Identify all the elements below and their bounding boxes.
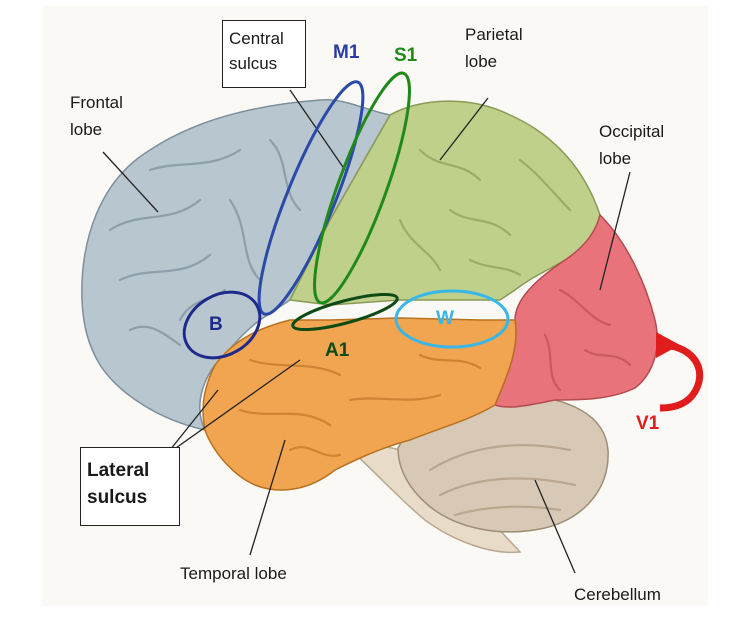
v1-label: V1 (636, 413, 660, 434)
parietal-lobe-label-line2: lobe (465, 52, 498, 71)
central-sulcus-label-line1: Central (229, 29, 284, 48)
a1-label: A1 (325, 340, 350, 361)
temporal-lobe-label: Temporal lobe (180, 564, 287, 583)
cerebellum-label: Cerebellum (574, 585, 661, 604)
s1-region-outline (313, 71, 411, 305)
b-label: B (209, 314, 223, 335)
m1-label: M1 (333, 42, 360, 63)
central-sulcus-label-line2: sulcus (229, 54, 278, 73)
a1-region-outline (291, 292, 399, 332)
m1-region-outline (257, 80, 365, 316)
occipital-lobe-label-line2: lobe (599, 149, 632, 168)
frontal-lobe-label-line2: lobe (70, 120, 103, 139)
parietal-lobe-label-line1: Parietal (465, 25, 523, 44)
lateral-sulcus-label-line2: sulcus (87, 487, 148, 508)
gyri-texture (108, 138, 632, 517)
frontal-lobe-label-line1: Frontal (70, 93, 123, 112)
v1-curved-arrow (659, 341, 704, 412)
v1-arrowhead (656, 332, 680, 358)
occipital-lobe-label-line1: Occipital (599, 122, 665, 141)
w-region-outline (394, 289, 510, 349)
lateral-sulcus-label-line1: Lateral (87, 460, 150, 481)
w-label: W (436, 308, 454, 329)
temporal-lobe (202, 317, 517, 491)
s1-label: S1 (394, 45, 418, 66)
b-region-outline (182, 290, 262, 360)
central-sulcus-box (222, 20, 306, 88)
lateral-sulcus-box (80, 447, 180, 526)
